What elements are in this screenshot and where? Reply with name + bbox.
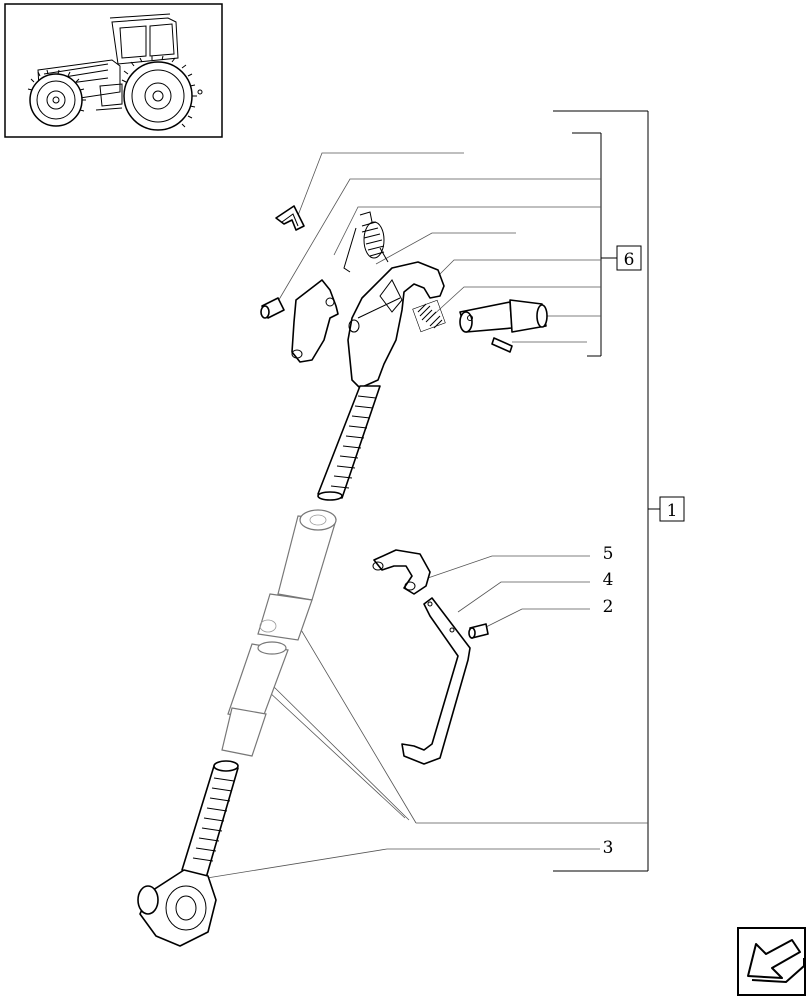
- plunger-part: [459, 299, 548, 333]
- upper-threaded-rod-part: [317, 385, 381, 501]
- coil-spring-part: [412, 299, 446, 333]
- clip-part: [275, 205, 305, 231]
- callout-5: 5: [603, 544, 614, 564]
- pin-part: [260, 297, 285, 319]
- callout-1: 1: [667, 501, 678, 521]
- back-arrow-icon[interactable]: [737, 927, 806, 996]
- callout-6: 6: [624, 250, 635, 270]
- clamp-5-part: [372, 549, 431, 595]
- hook-4-part: [401, 597, 471, 765]
- callout-2: 2: [603, 597, 614, 617]
- roll-pin-part: [491, 337, 513, 353]
- hook-body-part: [347, 261, 445, 389]
- callout-leaders: [206, 555, 648, 879]
- callout-4: 4: [603, 570, 614, 590]
- group-6-bracket: 6: [276, 132, 642, 357]
- group-1-bracket: 1: [553, 110, 685, 872]
- tractor-thumbnail-icon: [4, 3, 223, 138]
- pin-2-part: [468, 623, 489, 639]
- callout-3: 3: [603, 838, 614, 858]
- lower-rod-ball-end-part: [137, 760, 239, 947]
- latch-plate-part: [291, 279, 339, 363]
- sleeve-ghost-part: [221, 509, 337, 757]
- torsion-spring-part: [343, 211, 389, 273]
